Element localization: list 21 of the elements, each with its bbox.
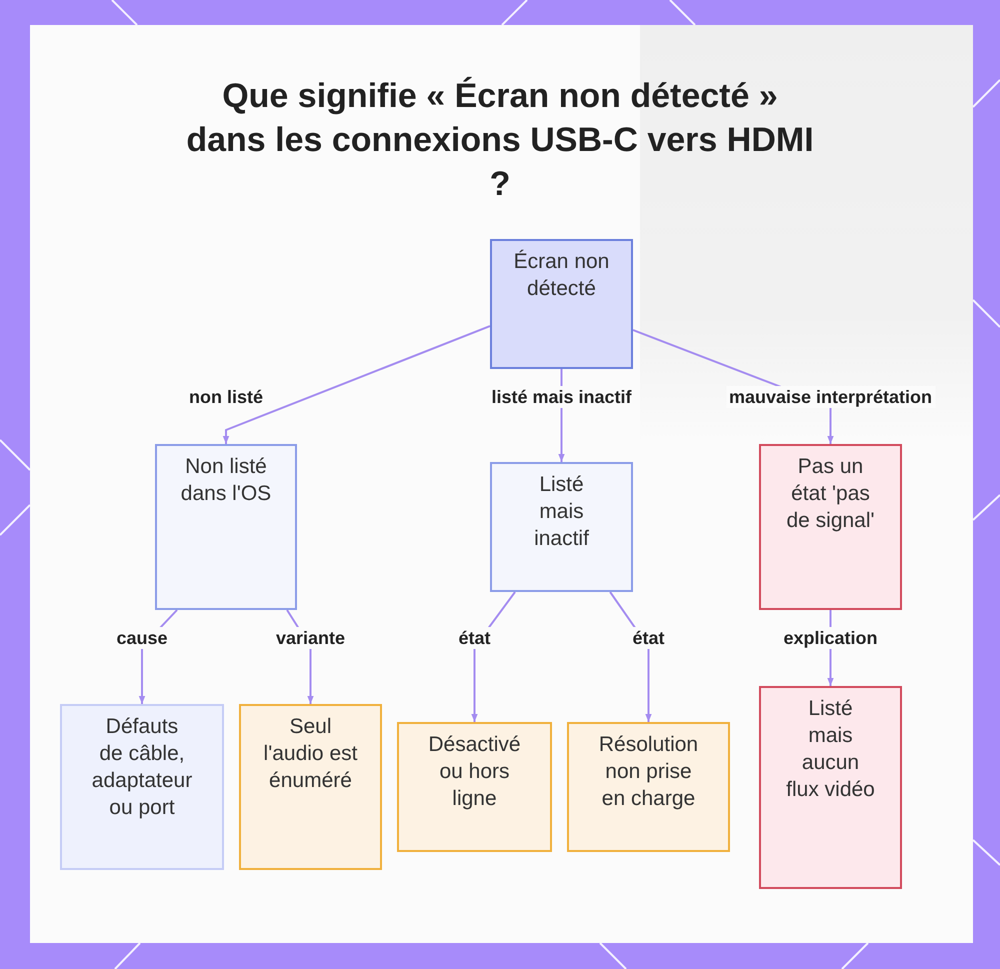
- flow-box: [759, 686, 902, 889]
- node-text: Résolution non prise en charge: [598, 732, 698, 812]
- node-text: Pas un état 'pas de signal': [786, 454, 875, 534]
- node-text: Défauts de câble, adaptateur ou port: [92, 714, 192, 821]
- flow-box: [155, 444, 297, 610]
- connector-arrow: [222, 325, 490, 444]
- node-text: Écran non détecté: [514, 248, 610, 302]
- flow-box: [239, 704, 382, 870]
- node-text: Listé mais inactif: [534, 472, 589, 552]
- edge-label: mauvaise interprétation: [726, 386, 936, 408]
- node-text: Listé mais aucun flux vidéo: [786, 696, 875, 803]
- diagram-title: Que signifie « Écran non détecté » dans les connexions USB-C vers HDMI ?: [186, 76, 814, 205]
- node-text: Seul l'audio est énuméré: [264, 714, 358, 794]
- flow-box: [397, 722, 552, 852]
- flow-box: [759, 444, 902, 610]
- node-text: Non listé dans l'OS: [180, 454, 272, 507]
- flow-box: [490, 239, 633, 369]
- node-text: Désactivé ou hors ligne: [428, 732, 521, 812]
- flow-box: [567, 722, 730, 852]
- flow-box: [490, 462, 633, 592]
- flow-box: [60, 704, 224, 870]
